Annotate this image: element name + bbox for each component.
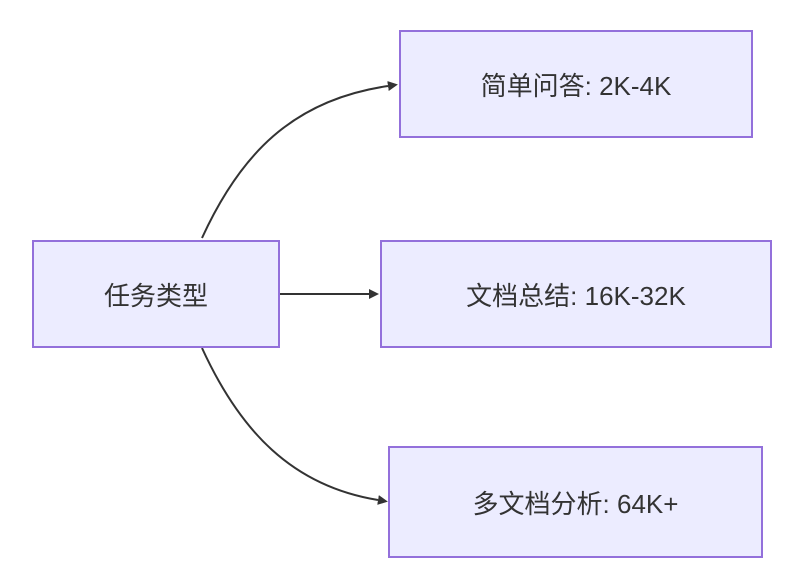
- node-task-type: 任务类型: [32, 240, 280, 348]
- node-simple-qa: 简单问答: 2K-4K: [399, 30, 753, 138]
- edge-root-to-simple-qa: [201, 81, 398, 239]
- node-doc-summary-label: 文档总结: 16K-32K: [466, 280, 686, 311]
- node-task-type-label: 任务类型: [103, 280, 208, 311]
- node-simple-qa-label: 简单问答: 2K-4K: [480, 70, 672, 101]
- node-multi-doc-analysis: 多文档分析: 64K+: [388, 446, 763, 558]
- node-multi-doc-analysis-label: 多文档分析: 64K+: [472, 488, 679, 519]
- edge-root-to-multi-doc-analysis: [201, 347, 388, 505]
- node-doc-summary: 文档总结: 16K-32K: [380, 240, 772, 348]
